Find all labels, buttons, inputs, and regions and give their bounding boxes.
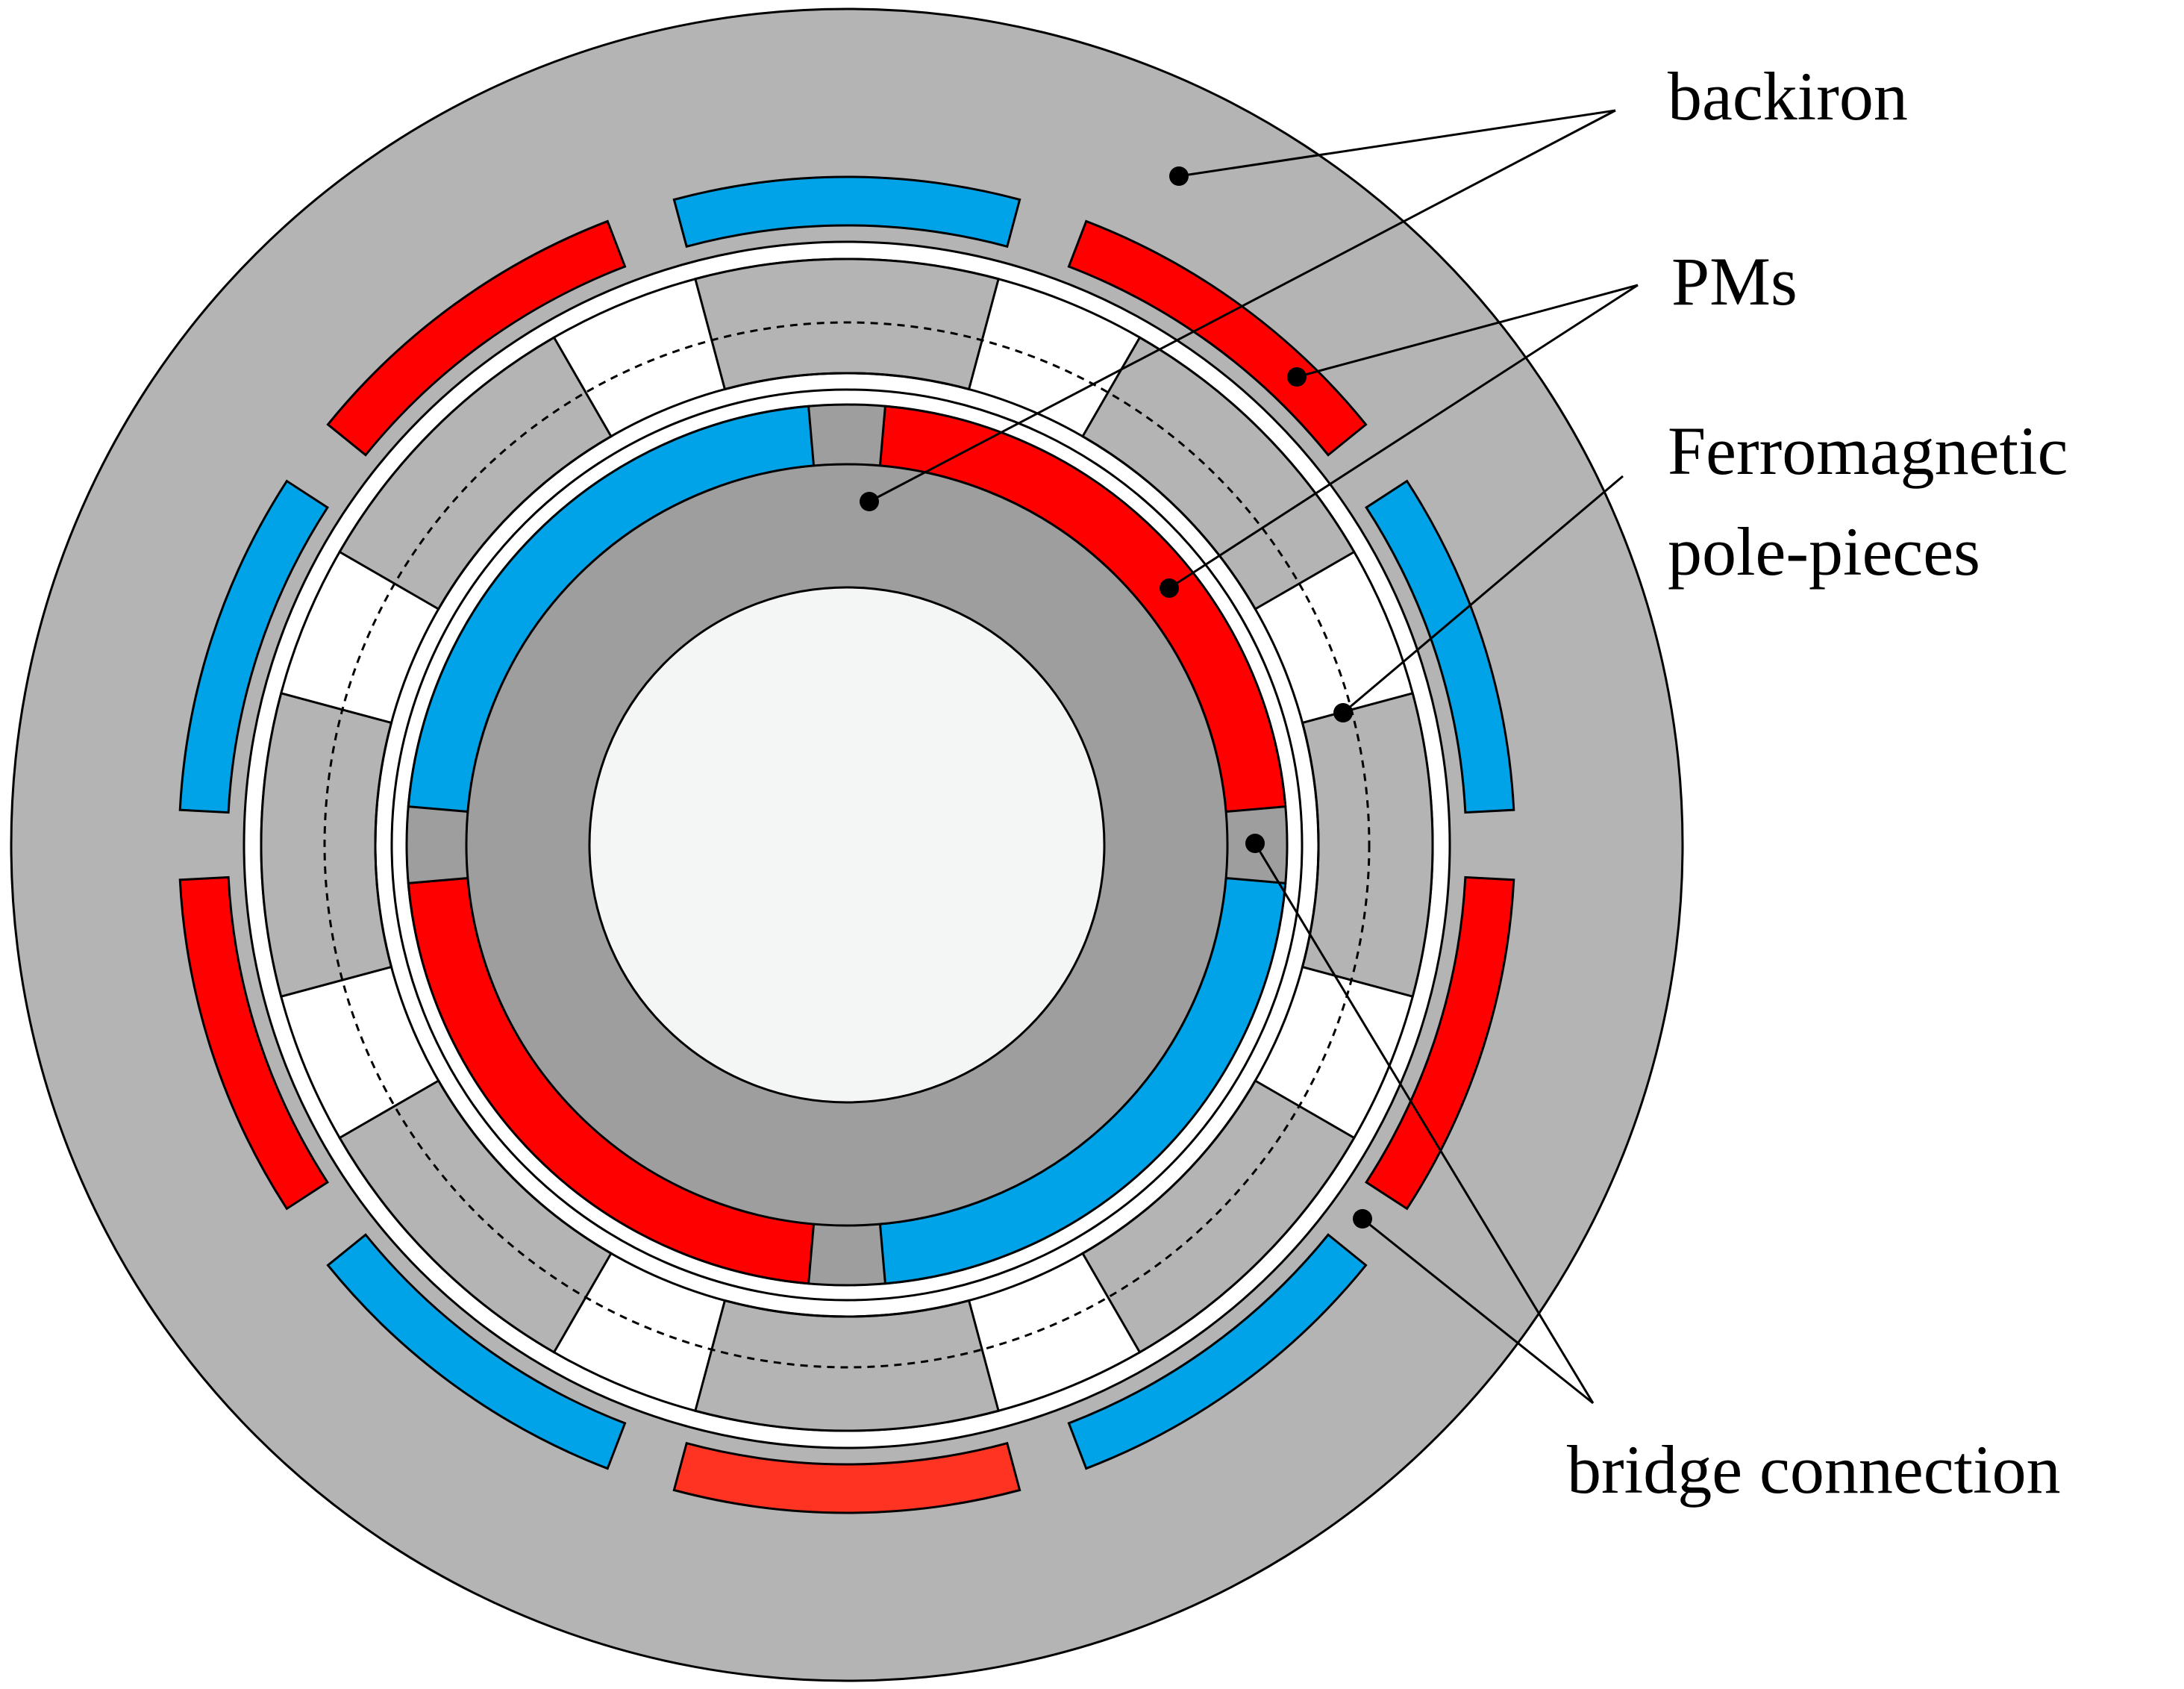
outer-pm-segment	[672, 175, 1021, 249]
label-backiron: backiron	[1668, 58, 1908, 134]
dot-bridge-outer	[1353, 1209, 1372, 1228]
dot-pm-inner	[1160, 578, 1179, 598]
label-bridge-connection: bridge connection	[1567, 1432, 2061, 1508]
label-pole-pieces: pole-pieces	[1668, 513, 1980, 590]
pole-piece	[260, 691, 393, 999]
leader-backiron-2	[869, 109, 1616, 503]
gear-geometry	[10, 7, 1684, 1682]
leader-bridge-1	[1254, 843, 1595, 1404]
leader-dots	[860, 166, 1372, 1228]
outer-pm-segment	[672, 1441, 1021, 1514]
pole-piece	[1301, 691, 1434, 999]
outer-pm-segment	[1365, 875, 1515, 1211]
label-ferromagnetic: Ferromagnetic	[1668, 413, 2068, 489]
pole-piece	[693, 1299, 1001, 1432]
leader-ferromagnetic	[1342, 475, 1624, 714]
outer-pm-segment	[326, 219, 627, 457]
pole-piece	[693, 257, 1001, 391]
dot-pole-piece	[1333, 703, 1353, 722]
outer-pm-segment	[1067, 219, 1368, 457]
leader-lines	[869, 109, 1639, 1405]
dot-bridge-inner	[1245, 834, 1265, 853]
dashed-reference-circle	[323, 321, 1371, 1369]
leader-pms-2	[1168, 284, 1639, 590]
labels: backiron PMs Ferromagnetic pole-pieces b…	[1567, 58, 2068, 1508]
dot-backiron-outer	[1169, 166, 1189, 186]
dot-backiron-inner	[860, 492, 879, 511]
outer-pm-segment	[326, 1233, 627, 1470]
leader-backiron-1	[1178, 109, 1616, 178]
shaft	[588, 586, 1106, 1104]
modulator-ring-inner	[374, 372, 1320, 1318]
outer-pm-segment	[178, 875, 329, 1211]
dot-pm-outer	[1287, 367, 1307, 387]
leader-pms-1	[1296, 284, 1639, 378]
outer-pm-segment	[1365, 479, 1515, 814]
leader-bridge-2	[1362, 1217, 1594, 1405]
outer-pm-segment	[1067, 1233, 1368, 1470]
outer-pm-segment	[178, 479, 329, 814]
label-pms: PMs	[1671, 243, 1797, 319]
